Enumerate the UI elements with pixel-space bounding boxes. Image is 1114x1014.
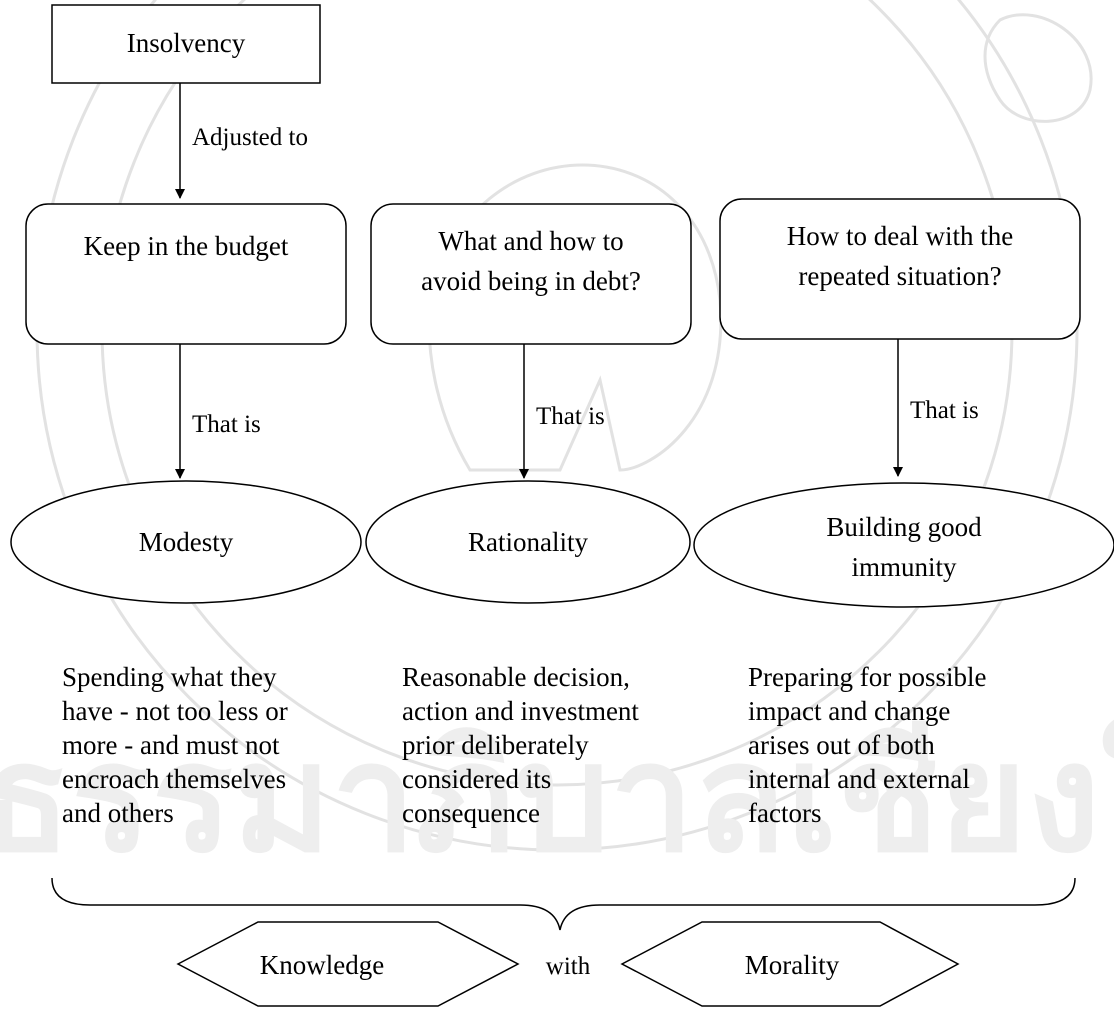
principle-node-modesty: Modesty [10, 480, 362, 604]
that-is-edge-3: That is [893, 339, 979, 477]
principle-label-2: Rationality [468, 527, 588, 557]
question-3-line-1: How to deal with the [787, 221, 1013, 251]
with-connector: with [546, 953, 591, 980]
description-immunity: Preparing for possible impact and change… [748, 662, 987, 828]
principle-label-1: Modesty [139, 527, 234, 557]
knowledge-node: Knowledge [176, 921, 520, 1007]
description-rationality: Reasonable decision, action and investme… [402, 662, 639, 828]
question-node-3: How to deal with the repeated situation? [719, 198, 1081, 340]
adjusted-to-label: Adjusted to [192, 124, 308, 151]
that-is-edge-2: That is [519, 344, 605, 479]
morality-node: Morality [620, 921, 960, 1007]
that-is-edge-1: That is [175, 344, 261, 479]
that-is-label-3: That is [910, 397, 979, 424]
morality-label: Morality [745, 950, 840, 980]
question-3-line-2: repeated situation? [798, 261, 1001, 291]
principle-node-immunity: Building good immunity [693, 482, 1114, 608]
knowledge-label: Knowledge [260, 950, 384, 980]
grouping-brace [51, 877, 1076, 931]
question-1-line-1: Keep in the budget [84, 231, 289, 261]
question-2-line-1: What and how to [438, 226, 623, 256]
principle-label-3-line-2: immunity [851, 552, 957, 582]
that-is-label-2: That is [536, 403, 605, 430]
description-modesty: Spending what they have - not too less o… [62, 662, 288, 828]
question-node-2: What and how to avoid being in debt? [370, 203, 692, 345]
insolvency-label: Insolvency [127, 28, 246, 58]
principle-label-3-line-1: Building good [826, 512, 982, 542]
adjusted-to-edge: Adjusted to [175, 83, 308, 199]
that-is-label-1: That is [192, 411, 261, 438]
principle-node-rationality: Rationality [365, 480, 691, 604]
svg-text:ธรรมาภิบาลเชียงใหม่: ธรรมาภิบาลเชียงใหม่ [0, 713, 1114, 883]
question-node-1: Keep in the budget [25, 203, 347, 345]
insolvency-node: Insolvency [51, 4, 321, 84]
question-2-line-2: avoid being in debt? [421, 266, 641, 296]
